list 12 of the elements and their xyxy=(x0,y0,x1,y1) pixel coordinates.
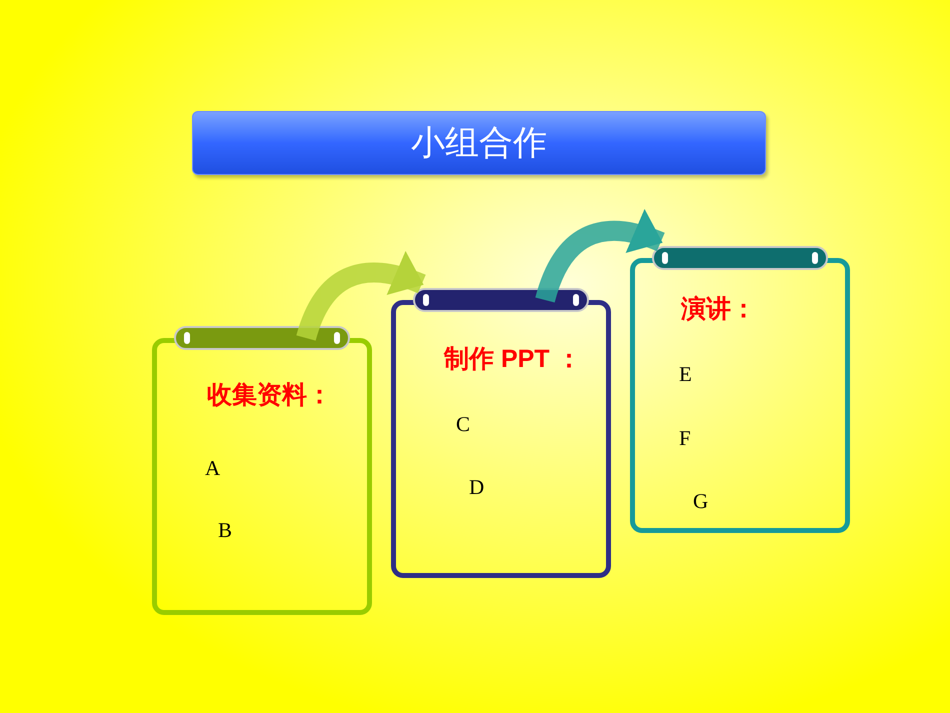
title-text: 小组合作 xyxy=(411,122,547,164)
list-item: F xyxy=(679,425,691,452)
card-heading: 制作 PPT ： xyxy=(444,344,582,375)
list-item: E xyxy=(679,361,692,388)
list-item: B xyxy=(218,517,232,544)
list-item: D xyxy=(469,474,484,501)
list-item: G xyxy=(693,488,708,515)
card-heading: 收集资料： xyxy=(207,380,332,411)
list-item: C xyxy=(456,411,470,438)
title-banner xyxy=(192,111,766,175)
list-item: A xyxy=(205,455,220,482)
card-heading: 演讲： xyxy=(681,294,756,325)
